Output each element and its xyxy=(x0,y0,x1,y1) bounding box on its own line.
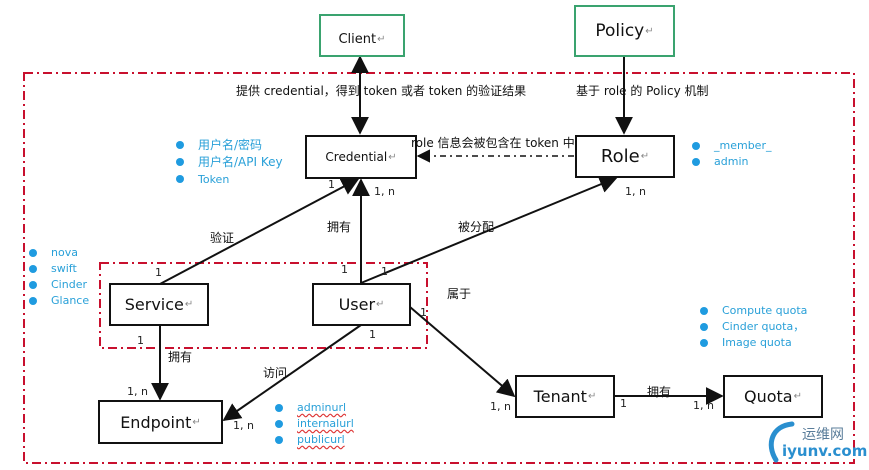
node-tenant: Tenant↵ xyxy=(515,375,615,418)
edge-label-user-role: 被分配 xyxy=(458,220,495,234)
node-tenant-label: Tenant xyxy=(533,387,587,406)
list-item: Token xyxy=(174,171,283,188)
edge-user-endpoint xyxy=(222,324,362,422)
service-user-group-boundary xyxy=(99,262,428,349)
keystone-boundary xyxy=(23,72,855,464)
watermark-swoosh-icon xyxy=(768,421,795,463)
edge-label-tenant-quota: 拥有 xyxy=(647,385,672,399)
edge-label-user-endpoint: 访问 xyxy=(263,366,288,380)
node-client-label: Client xyxy=(338,32,377,47)
list-item: Cinder xyxy=(27,277,89,293)
list-item: Glance xyxy=(27,293,89,309)
card-service-endpoint-end: 1 xyxy=(137,334,144,347)
card-user-credential-end: 1 xyxy=(341,263,348,276)
node-service: Service↵ xyxy=(109,283,209,326)
node-policy-label: Policy xyxy=(595,21,645,41)
edge-label-user-tenant: 属于 xyxy=(447,287,472,301)
list-item: Image quota xyxy=(698,335,807,351)
credential-types-list: 用户名/密码 用户名/API Key Token xyxy=(174,137,283,188)
node-credential: Credential↵ xyxy=(305,135,417,179)
card-user-tenant-end: 1 xyxy=(420,306,427,319)
edge-label-policy-role: 基于 role 的 Policy 机制 xyxy=(576,84,709,98)
card-role-user-end: 1, n xyxy=(625,185,646,198)
list-item: _member_ xyxy=(690,138,771,154)
list-item: admin xyxy=(690,154,771,170)
watermark-cn: 运维网 xyxy=(802,427,844,443)
list-item: 用户名/API Key xyxy=(174,154,283,171)
node-quota-label: Quota xyxy=(744,387,793,406)
card-user-role-end: 1 xyxy=(381,265,388,278)
card-credential-service-end: 1 xyxy=(328,178,335,191)
edge-service-credential xyxy=(159,178,360,285)
edge-label-service-credential: 验证 xyxy=(210,231,235,245)
edge-label-client-credential: 提供 credential，得到 token 或者 token 的验证结果 xyxy=(236,84,527,98)
list-item: publicurl xyxy=(273,432,354,448)
node-user: User↵ xyxy=(312,283,411,326)
node-role-label: Role xyxy=(600,146,640,167)
edge-label-user-credential: 拥有 xyxy=(327,220,352,234)
node-policy: Policy↵ xyxy=(574,5,675,57)
card-tenant-from-user: 1, n xyxy=(490,400,511,413)
card-service-credential-end: 1 xyxy=(155,266,162,279)
card-tenant-quota-end: 1 xyxy=(620,397,627,410)
node-client: Client↵ xyxy=(319,14,405,57)
node-endpoint-label: Endpoint xyxy=(120,412,192,432)
watermark-en: iyunv.com xyxy=(782,442,868,460)
edge-label-role-credential: role 信息会被包含在 token 中 xyxy=(411,136,575,150)
list-item: nova xyxy=(27,245,89,261)
node-user-label: User xyxy=(338,295,376,314)
card-credential-user-end: 1, n xyxy=(374,185,395,198)
endpoint-urls-list: adminurl internalurl publicurl xyxy=(273,400,354,448)
card-quota-from-tenant: 1, n xyxy=(693,399,714,412)
list-item: 用户名/密码 xyxy=(174,137,283,154)
edge-user-tenant xyxy=(409,306,516,398)
node-quota: Quota↵ xyxy=(723,375,823,418)
list-item: Compute quota xyxy=(698,303,807,319)
list-item: swift xyxy=(27,261,89,277)
node-credential-label: Credential xyxy=(325,150,388,164)
node-service-label: Service xyxy=(124,295,184,314)
list-item: internalurl xyxy=(273,416,354,432)
roles-list: _member_ admin xyxy=(690,138,771,170)
node-role: Role↵ xyxy=(575,135,675,178)
quotas-list: Compute quota Cinder quota， Image quota xyxy=(698,303,807,351)
list-item: Cinder quota， xyxy=(698,319,807,335)
edge-label-service-endpoint: 拥有 xyxy=(168,350,193,364)
node-endpoint: Endpoint↵ xyxy=(98,400,223,444)
services-list: nova swift Cinder Glance xyxy=(27,245,89,309)
card-endpoint-from-user: 1, n xyxy=(233,419,254,432)
list-item: adminurl xyxy=(273,400,354,416)
edge-user-role xyxy=(360,175,618,284)
card-user-endpoint-end: 1 xyxy=(369,328,376,341)
card-endpoint-from-service: 1, n xyxy=(127,385,148,398)
watermark-logo: 运维网 iyunv.com xyxy=(762,420,867,466)
